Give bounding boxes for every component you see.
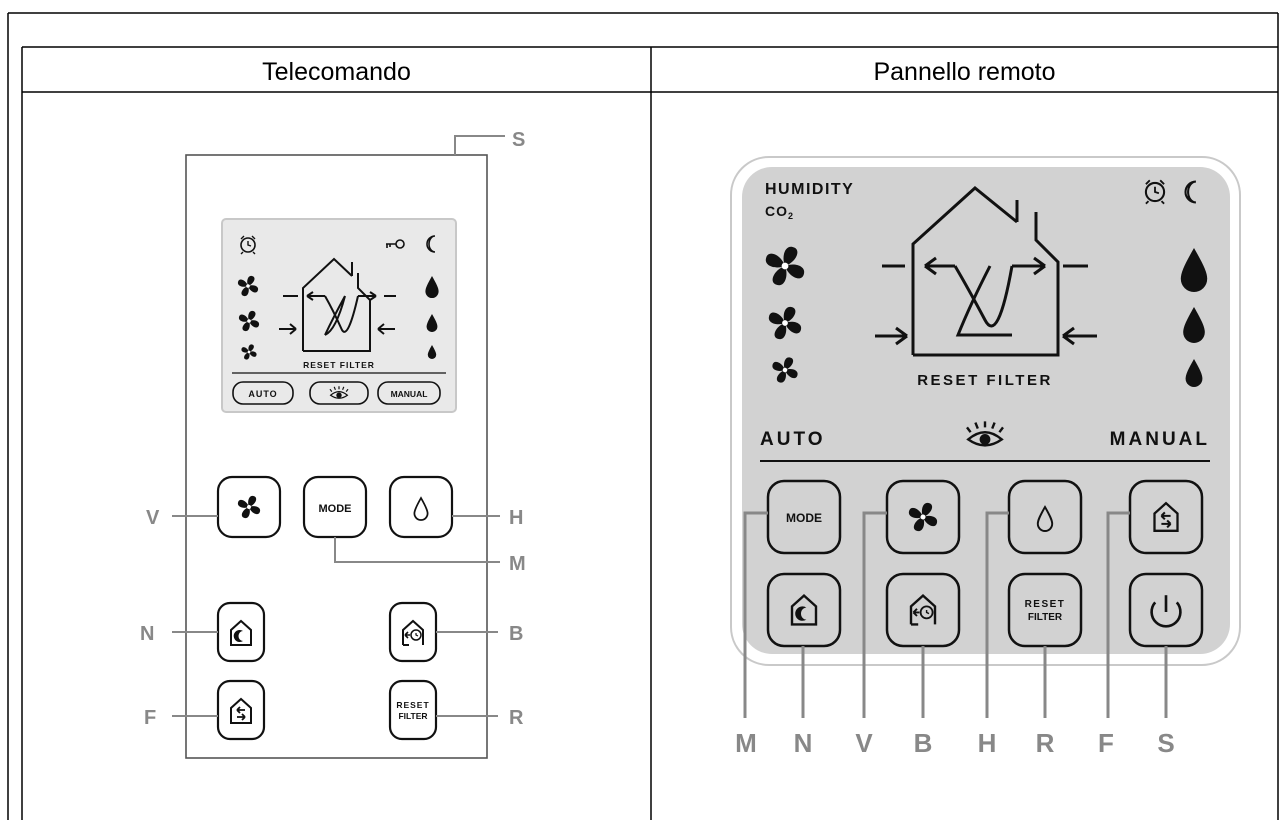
key-icon xyxy=(386,239,405,249)
callout-m: M xyxy=(735,728,757,758)
remote-panel-figure: HUMIDITY CO2 RESET FILTER AUTO MANUAL MO… xyxy=(730,156,1241,758)
manual-label: MANUAL xyxy=(1110,429,1210,450)
callout-r: R xyxy=(1036,728,1055,758)
lcd-auto: AUTO xyxy=(248,389,277,399)
callout-h: H xyxy=(509,507,523,529)
callout-b: B xyxy=(509,623,523,645)
callout-f: F xyxy=(1098,728,1114,758)
mode-button-label: MODE xyxy=(786,511,822,525)
callout-n: N xyxy=(794,728,813,758)
house-diagram xyxy=(875,186,1097,357)
remote-control-figure: S RE xyxy=(140,129,526,759)
panel-humidity-button[interactable] xyxy=(1007,479,1083,555)
reset-label: RESET xyxy=(1025,599,1066,610)
remote-mode-button[interactable]: MODE xyxy=(302,475,368,539)
callout-r: R xyxy=(509,707,524,729)
remote-reset-filter-button[interactable]: RESET FILTER xyxy=(388,679,438,741)
callout-f: F xyxy=(144,707,156,729)
lcd-manual: MANUAL xyxy=(391,389,428,399)
column-header-pannello-remoto: Pannello remoto xyxy=(873,58,1056,86)
callout-n: N xyxy=(140,623,154,645)
panel-night-button[interactable] xyxy=(766,572,842,648)
column-header-telecomando: Telecomando xyxy=(262,58,411,86)
filter-label: FILTER xyxy=(398,711,427,721)
auto-label: AUTO xyxy=(760,429,825,450)
mode-button-label: MODE xyxy=(319,503,352,515)
panel-power-button[interactable] xyxy=(1128,572,1204,648)
reset-label: RESET xyxy=(396,700,429,710)
callout-m: M xyxy=(509,553,526,575)
remote-bypass-button[interactable] xyxy=(216,679,266,741)
reset-filter-label: RESET FILTER xyxy=(917,372,1053,389)
remote-boost-button[interactable] xyxy=(388,601,438,663)
remote-humidity-button[interactable] xyxy=(388,475,454,539)
remote-night-button[interactable] xyxy=(216,601,266,663)
remote-fan-button[interactable] xyxy=(216,475,282,539)
filter-label: FILTER xyxy=(1028,612,1063,623)
lcd-reset-filter: RESET FILTER xyxy=(303,360,375,370)
callout-s: S xyxy=(1157,728,1174,758)
remote-lcd: RESET FILTER AUTO MANUAL xyxy=(221,218,457,413)
panel-reset-filter-button[interactable]: RESET FILTER xyxy=(1007,572,1083,648)
panel-fan-button[interactable] xyxy=(885,479,961,555)
panel-bypass-button[interactable] xyxy=(1128,479,1204,555)
panel-mode-button[interactable]: MODE xyxy=(766,479,842,555)
humidity-label: HUMIDITY xyxy=(765,181,854,198)
callout-b: B xyxy=(914,728,933,758)
callout-v: V xyxy=(146,507,160,529)
callout-v: V xyxy=(855,728,873,758)
panel-boost-button[interactable] xyxy=(885,572,961,648)
house-diagram xyxy=(279,257,396,352)
co2-label: CO2 xyxy=(765,203,794,221)
callout-h: H xyxy=(978,728,997,758)
callout-s: S xyxy=(512,129,525,151)
table-frame xyxy=(7,12,1279,820)
callout-lines xyxy=(743,511,1168,718)
